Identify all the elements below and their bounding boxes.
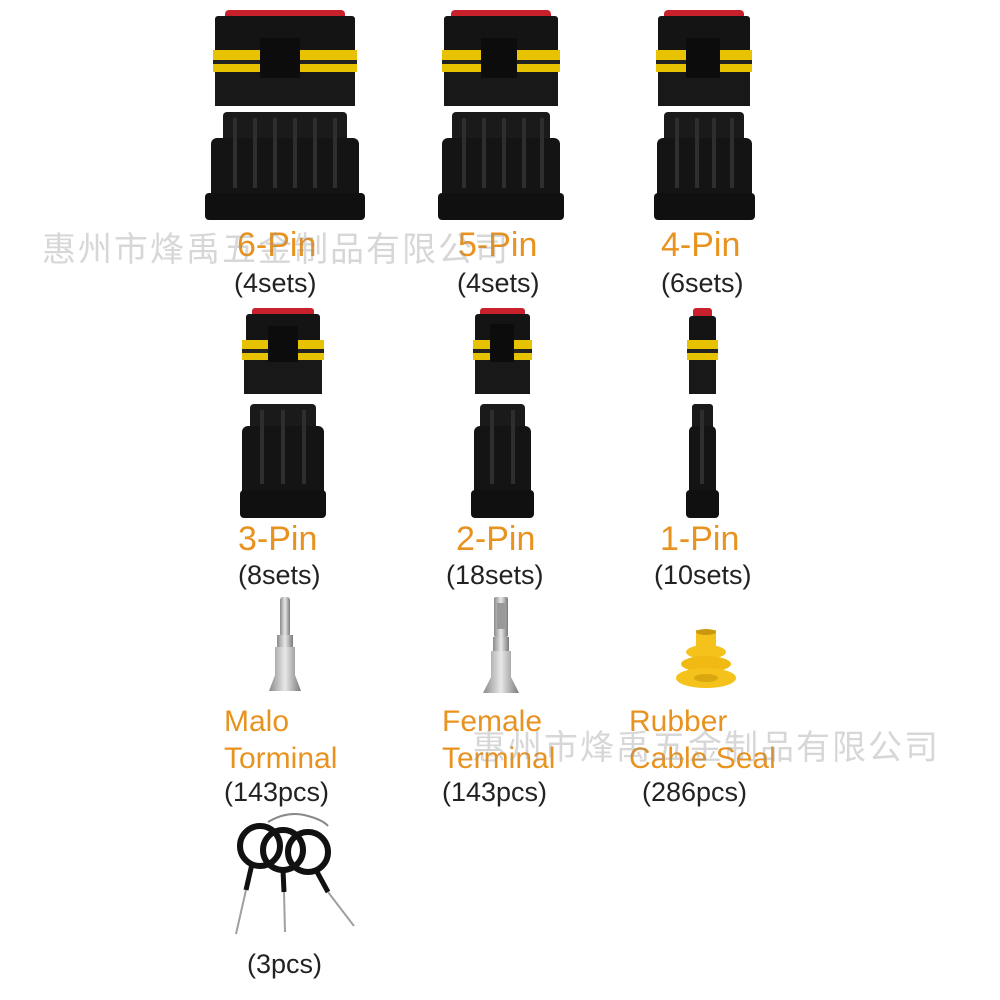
4-pin-connector-image: [652, 8, 757, 223]
accessory-label-line1: Female: [442, 705, 543, 738]
connector-label: 3-Pin: [238, 520, 318, 558]
1-pin-connector-image: [685, 306, 720, 521]
accessory-label-line1: Malo: [224, 705, 290, 738]
accessory-label-line2: Terminal: [442, 742, 556, 775]
accessory-count: (143pcs): [224, 777, 330, 807]
accessory-label-line2: Torminal: [224, 742, 338, 775]
rubber-seal-image: [671, 628, 741, 698]
tool-count: (3pcs): [247, 949, 323, 979]
connector-count: (8sets): [238, 560, 321, 590]
accessory-label-line1: Rubber: [629, 705, 728, 738]
connector-label: 4-Pin: [661, 226, 741, 264]
accessory-count: (143pcs): [442, 777, 548, 807]
6-pin-connector-image: [205, 8, 365, 223]
5-pin-connector-image: [436, 8, 566, 223]
connector-label: 2-Pin: [456, 520, 536, 558]
2-pin-connector-image: [470, 306, 535, 521]
connector-count: (10sets): [654, 560, 752, 590]
connector-label: 5-Pin: [458, 226, 538, 264]
connector-count: (4sets): [234, 268, 317, 298]
connector-label: 6-Pin: [237, 226, 317, 264]
watermark-top: 惠州市烽禹五金制品有限公司: [42, 230, 510, 270]
accessory-count: (286pcs): [642, 777, 748, 807]
male-terminal-image: [265, 595, 305, 700]
watermark-bottom: 惠州市烽禹五金制品有限公司: [472, 728, 940, 768]
connector-count: (4sets): [457, 268, 540, 298]
3-pin-connector-image: [238, 306, 328, 521]
pin-removal-tool-image: [228, 808, 363, 938]
accessory-label-line2: Cable Seal: [629, 742, 776, 775]
connector-label: 1-Pin: [660, 520, 740, 558]
female-terminal-image: [481, 595, 521, 700]
connector-count: (6sets): [661, 268, 744, 298]
connector-count: (18sets): [446, 560, 544, 590]
